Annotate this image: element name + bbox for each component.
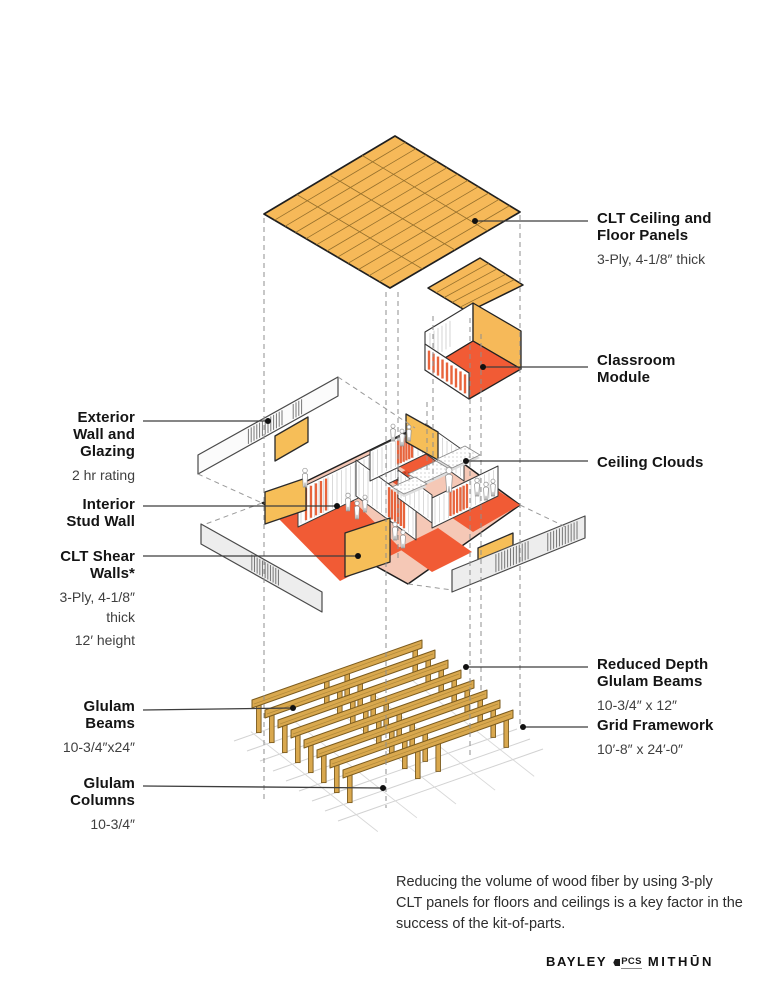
- pcs-logo-icon: [613, 959, 621, 966]
- callout-glulam-columns: Glulam Columns 10-3/4″: [17, 775, 135, 834]
- leader-lines: [142, 218, 588, 791]
- exterior-wall-glazing-back: [197, 376, 339, 475]
- pcs-logo-text: PCS: [621, 955, 642, 969]
- callout-reduced-depth-glulam-beams: Reduced Depth Glulam Beams 10-3/4″ x 12″: [597, 656, 767, 715]
- callout-clt-ceiling-floor-panels: CLT Ceiling and Floor Panels 3-Ply, 4-1/…: [597, 210, 767, 269]
- callout-exterior-wall-glazing: Exterior Wall and Glazing 2 hr rating: [17, 409, 135, 485]
- logo-row: BAYLEY PCS MITHŪN: [546, 955, 714, 969]
- callout-sub: 10′-8″ x 24′-0″: [597, 741, 683, 757]
- callout-title: CLT Ceiling and Floor Panels: [597, 210, 712, 244]
- callout-sub: 3-Ply, 4-1/8″ thick: [597, 251, 706, 267]
- glulam-frames: [251, 639, 514, 804]
- ceiling-clouds: [391, 445, 481, 497]
- callout-title: Glulam Beams: [83, 698, 135, 732]
- callout-title: Reduced Depth Glulam Beams: [597, 656, 709, 690]
- pcs-logo: PCS: [613, 955, 642, 969]
- exterior-walls-front: [200, 515, 586, 613]
- callout-title: Interior Stud Wall: [66, 496, 135, 530]
- callout-sub: 10-3/4″ x 12″: [597, 697, 677, 713]
- callout-sub: 2 hr rating: [71, 467, 135, 483]
- callout-title: Exterior Wall and Glazing: [73, 409, 135, 460]
- callout-title: Grid Framework: [597, 717, 714, 734]
- callout-title: Glulam Columns: [70, 775, 135, 809]
- callout-sub: 10-3/4″: [90, 816, 135, 832]
- clt-ceiling-floor-panel: [263, 135, 521, 289]
- summary-note: Reducing the volume of wood fiber by usi…: [396, 874, 743, 932]
- bayley-logo: BAYLEY: [546, 954, 608, 969]
- callout-grid-framework: Grid Framework 10′-8″ x 24′-0″: [597, 717, 767, 759]
- callout-sub: 3-Ply, 4-1/8″ thick: [59, 589, 135, 625]
- callout-sub2: 12′ height: [74, 632, 135, 648]
- callout-ceiling-clouds: Ceiling Clouds: [597, 454, 767, 471]
- human-figures: [302, 423, 496, 549]
- classroom-module: [424, 302, 522, 400]
- callout-title: CLT Shear Walls*: [60, 548, 135, 582]
- callout-interior-stud-wall: Interior Stud Wall: [17, 496, 135, 530]
- callout-clt-shear-walls: CLT Shear Walls* 3-Ply, 4-1/8″ thick 12′…: [17, 548, 135, 650]
- projection-dashed-lines: [197, 215, 567, 808]
- callout-classroom-module: Classroom Module: [597, 352, 767, 386]
- callout-title: Ceiling Clouds: [597, 454, 704, 471]
- mithun-logo: MITHŪN: [647, 954, 714, 969]
- callout-glulam-beams: Glulam Beams 10-3/4″x24″: [17, 698, 135, 757]
- callout-title: Classroom Module: [597, 352, 676, 386]
- callout-sub: 10-3/4″x24″: [62, 739, 135, 755]
